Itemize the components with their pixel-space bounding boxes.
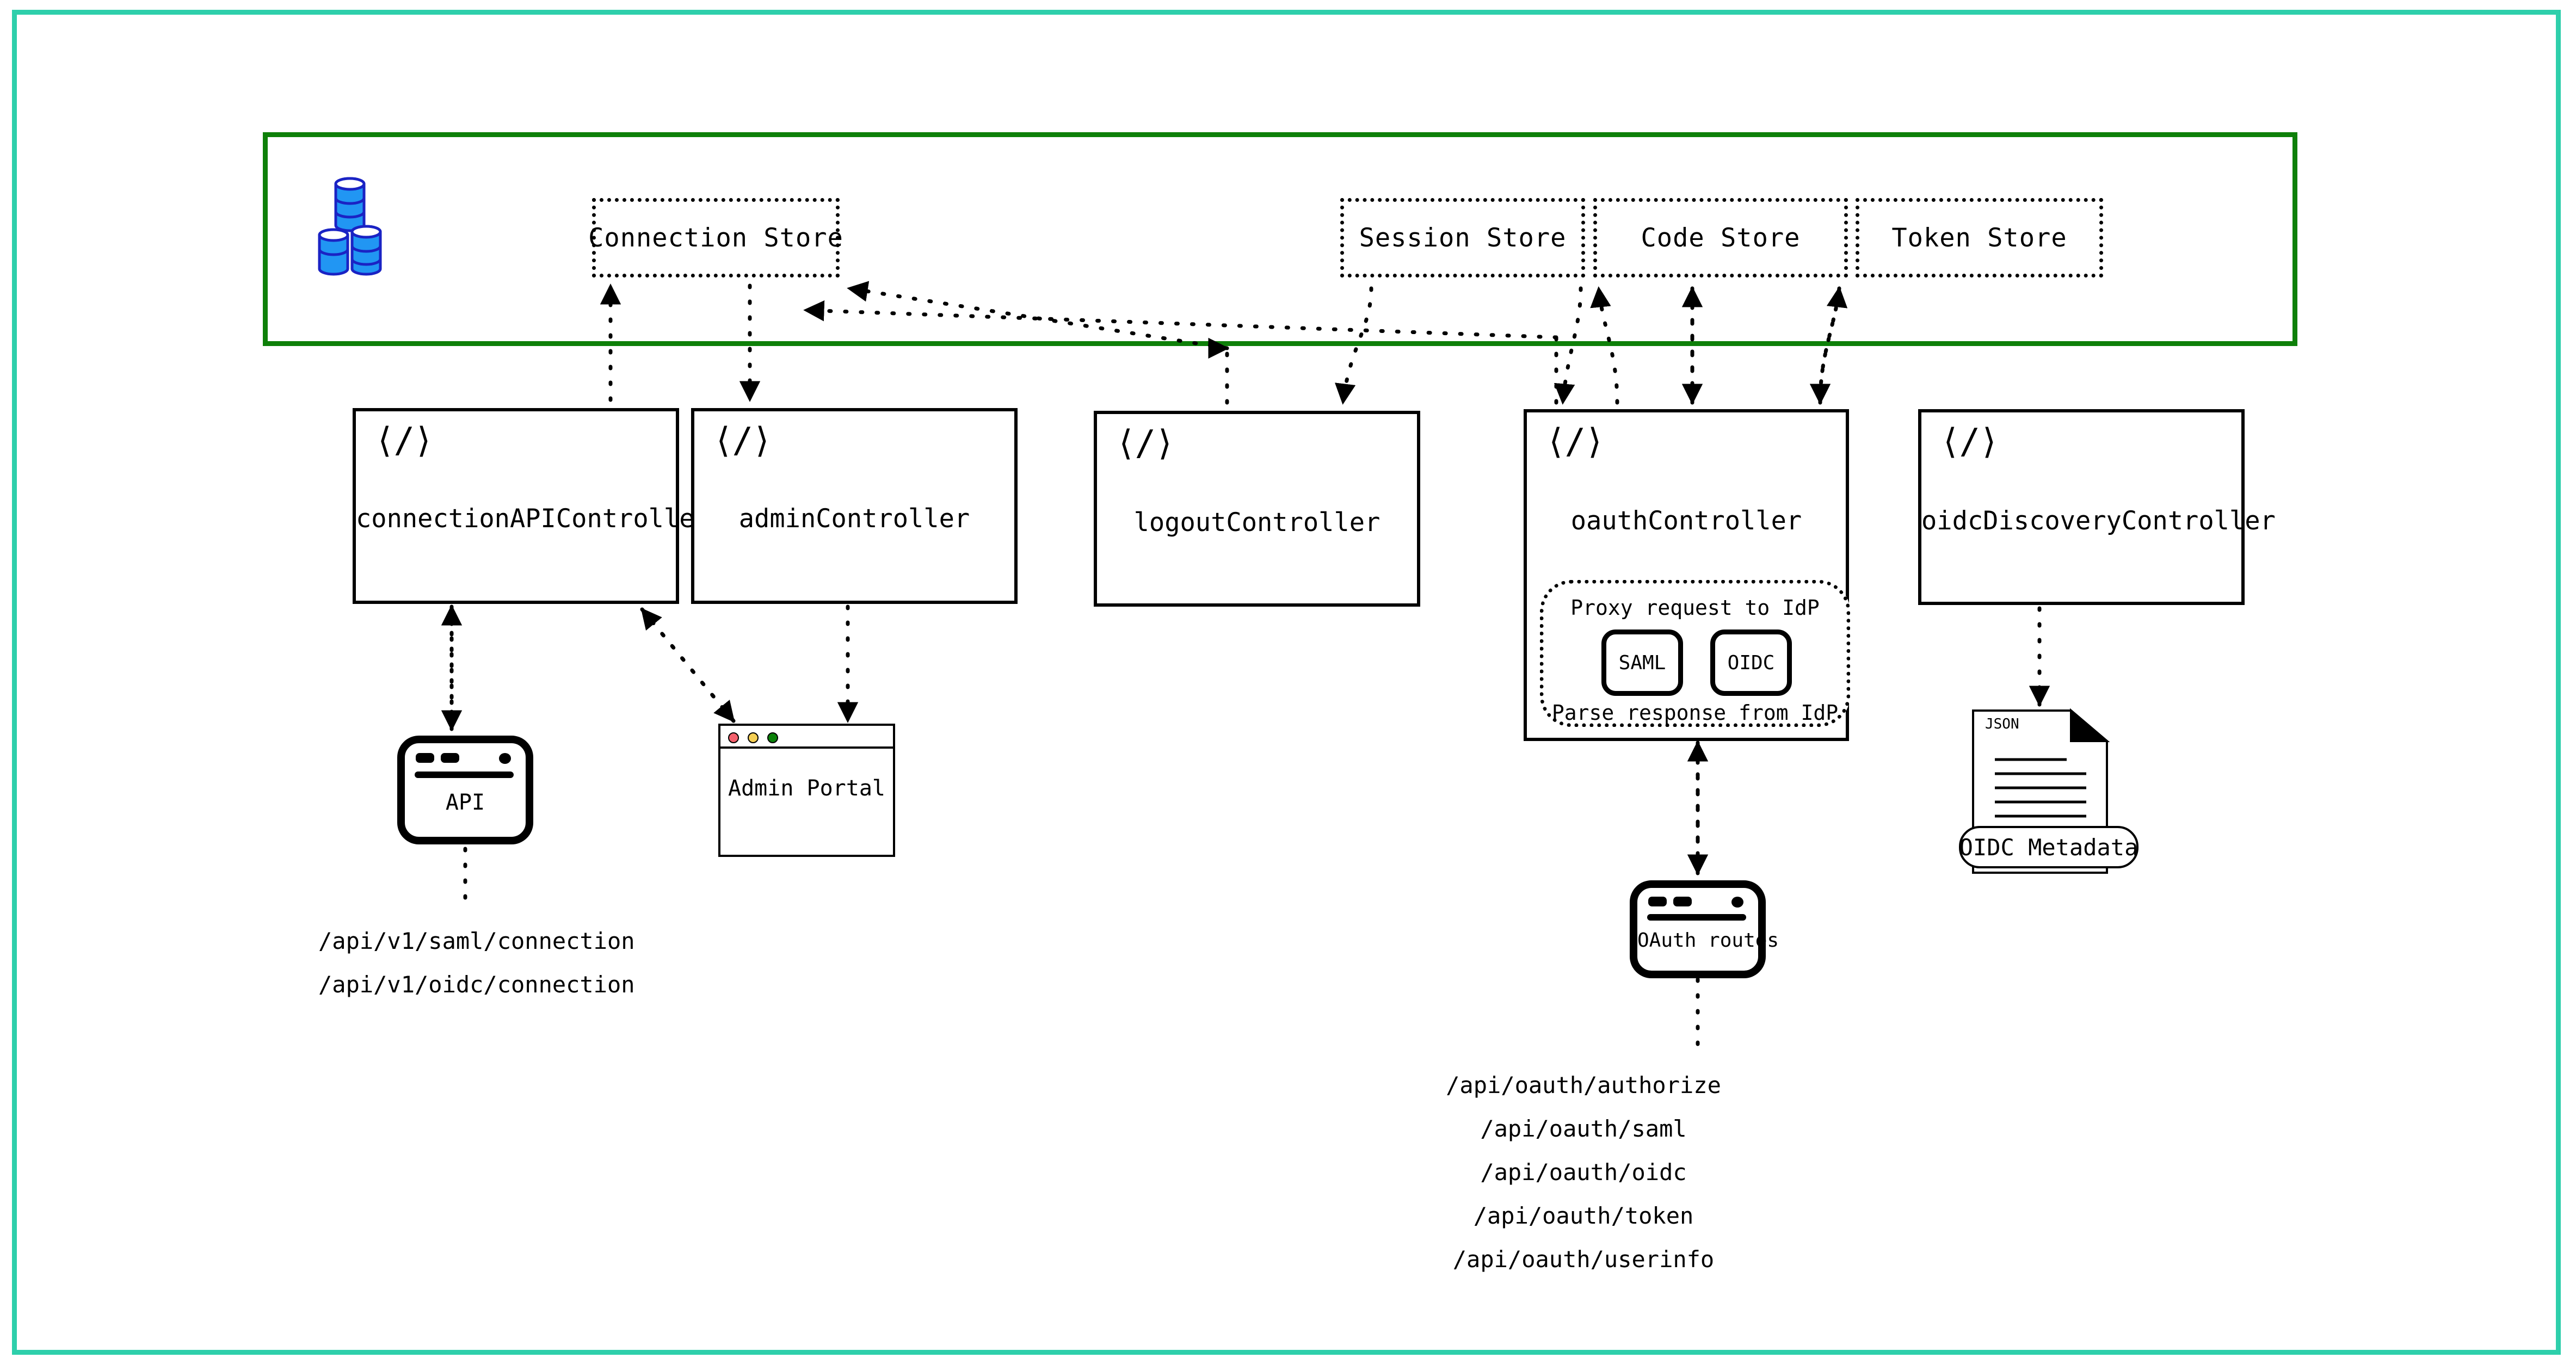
window-divider — [1647, 914, 1746, 921]
endpoint-item: /api/oauth/userinfo — [1452, 1246, 1715, 1273]
controller-label: adminController — [738, 504, 970, 534]
client-oauth-routes-label: OAuth routes — [1637, 929, 1779, 952]
window-dot-icon — [1673, 897, 1692, 906]
parse-response-label: Parse response from IdP — [1551, 701, 1839, 725]
controller-label: logoutController — [1133, 508, 1381, 538]
connection-endpoint-list: /api/v1/saml/connection /api/v1/oidc/con… — [318, 919, 635, 1007]
client-admin-portal-label: Admin Portal — [728, 776, 885, 801]
proxy-request-label: Proxy request to IdP — [1570, 596, 1820, 620]
controller-label: connectionAPIController — [356, 504, 710, 534]
proxy-idp-box: Proxy request to IdP SAML OIDC Parse res… — [1540, 580, 1850, 727]
store-box-connection[interactable]: Connection Store — [588, 198, 843, 277]
controller-label: oidcDiscoveryController — [1921, 506, 2276, 536]
code-brackets-icon: ⟨/⟩ — [1116, 423, 1175, 464]
oauth-endpoint-list: /api/oauth/authorize /api/oauth/saml /ap… — [1446, 1064, 1721, 1281]
client-api[interactable]: API — [397, 736, 533, 844]
code-brackets-icon: ⟨/⟩ — [374, 421, 434, 461]
client-admin-portal[interactable]: Admin Portal — [718, 724, 895, 857]
client-oidc-metadata-label[interactable]: OIDC Metadata — [1959, 826, 2139, 868]
endpoint-item: /api/v1/oidc/connection — [318, 971, 635, 998]
traffic-light-green-icon — [767, 732, 778, 743]
json-doc-tag: JSON — [1985, 716, 2019, 732]
store-box-token[interactable]: Token Store — [1856, 198, 2103, 277]
endpoint-item: /api/v1/saml/connection — [318, 928, 635, 954]
window-divider — [415, 772, 514, 778]
window-dot-icon — [1648, 897, 1667, 906]
client-api-label: API — [445, 790, 485, 815]
window-dot-icon — [416, 753, 434, 763]
traffic-light-yellow-icon — [748, 732, 759, 743]
endpoint-item: /api/oauth/oidc — [1480, 1159, 1687, 1186]
outer-frame — [12, 10, 2561, 1355]
controller-logout[interactable]: ⟨/⟩ logoutController — [1094, 411, 1420, 607]
controller-admin[interactable]: ⟨/⟩ adminController — [691, 408, 1018, 604]
endpoint-item: /api/oauth/token — [1473, 1202, 1694, 1229]
code-brackets-icon: ⟨/⟩ — [713, 421, 773, 461]
traffic-light-red-icon — [728, 732, 739, 743]
endpoint-item: /api/oauth/authorize — [1446, 1072, 1721, 1099]
window-dot-icon — [1731, 897, 1743, 908]
endpoint-item: /api/oauth/saml — [1480, 1115, 1687, 1142]
protocol-button-saml[interactable]: SAML — [1601, 630, 1683, 696]
store-box-session[interactable]: Session Store — [1340, 198, 1585, 277]
controller-oidc-discovery[interactable]: ⟨/⟩ oidcDiscoveryController — [1918, 409, 2276, 605]
window-dot-icon — [441, 753, 459, 763]
database-cylinders-icon — [318, 177, 382, 276]
store-container — [263, 132, 2297, 346]
code-brackets-icon: ⟨/⟩ — [1940, 422, 2000, 462]
window-dot-icon — [499, 753, 511, 764]
protocol-button-oidc[interactable]: OIDC — [1710, 630, 1792, 696]
window-title-bar — [720, 726, 893, 749]
store-box-code[interactable]: Code Store — [1593, 198, 1848, 277]
code-brackets-icon: ⟨/⟩ — [1545, 422, 1605, 462]
controller-label: oauthController — [1570, 506, 1802, 536]
controller-connection-api[interactable]: ⟨/⟩ connectionAPIController — [353, 408, 710, 604]
client-oauth-routes[interactable]: OAuth routes — [1630, 880, 1779, 978]
